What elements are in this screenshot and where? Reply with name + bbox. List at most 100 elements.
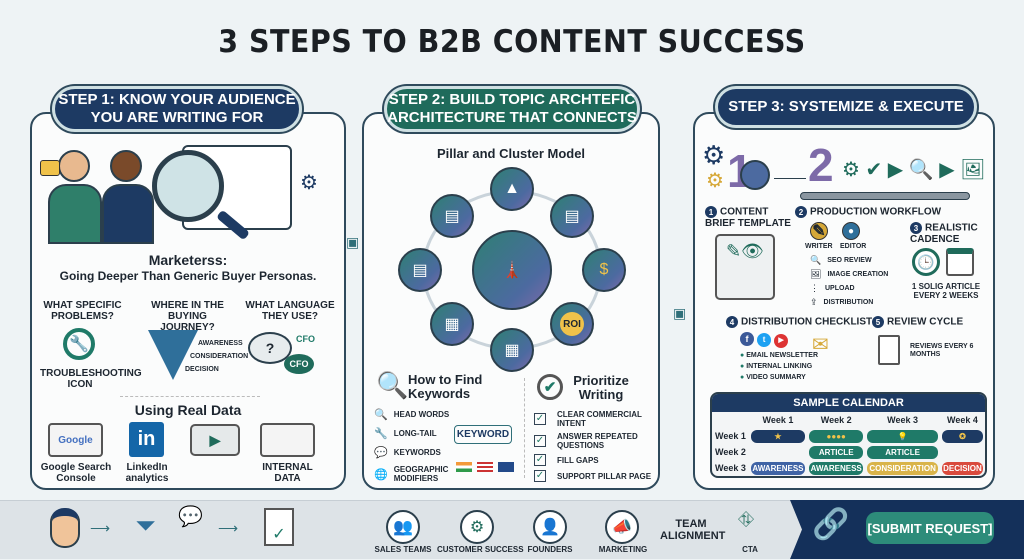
- cluster-calendar-icon: ▦: [490, 328, 534, 372]
- funnel-consideration: CONSIDERATION: [190, 353, 249, 360]
- brief-template-icon: ✎👁: [715, 234, 775, 300]
- calendar-title: SAMPLE CALENDAR: [712, 394, 985, 412]
- priority-item: CLEAR COMMERCIAL INTENT: [557, 410, 642, 428]
- distribution-item: INTERNAL LINKING: [746, 363, 813, 370]
- arrow: [774, 178, 806, 179]
- submit-request-button[interactable]: [SUBMIT REQUEST]: [866, 512, 994, 544]
- divider: [120, 396, 260, 397]
- search-icon: 🔍: [374, 409, 388, 421]
- keyword-item: GEOGRAPHIC MODIFIERS: [393, 465, 449, 483]
- dots-icon: ●●●●: [809, 429, 864, 443]
- image-icon: 🖼: [810, 269, 822, 279]
- founders-icon: 👤: [533, 510, 567, 544]
- real-data-title: Using Real Data: [134, 402, 242, 418]
- person-avatar: [50, 508, 80, 548]
- eye-icon: ●: [842, 222, 860, 240]
- upload-icon: ⇪: [810, 297, 818, 307]
- social-icons: f t ▶: [740, 332, 789, 348]
- checkbox-icon: ✓: [534, 413, 546, 425]
- envelope-icon: ✉: [812, 334, 829, 356]
- stage-tag-decision: DECISION: [941, 461, 983, 475]
- medal-icon: ✪: [941, 429, 983, 443]
- checkbox-icon: ✓: [534, 470, 546, 482]
- step3-header: STEP 3: SYSTEMIZE & EXECUTE: [715, 86, 977, 128]
- number-badge: 5: [872, 316, 884, 328]
- source-google: Google Search Console: [40, 462, 112, 484]
- page-title: 3 STEPS TO B2B CONTENT SUCCESS: [218, 24, 806, 60]
- priority-item: SUPPORT PILLAR PAGE: [557, 471, 652, 481]
- keyword-badge: KEYWORD: [454, 425, 512, 444]
- stage-tag-consideration: CONSIDERATION: [867, 461, 938, 475]
- question-language: WHAT LANGUAGE THEY USE?: [245, 300, 335, 322]
- checkmark-icon: ✔: [537, 374, 563, 400]
- cfo-bubble: CFO: [284, 354, 314, 374]
- gear-check-icon: ⚙ ✔ ▶ 🔍 ▶ 🖼: [842, 159, 986, 181]
- question-journey: WHERE IN THE BUYING JOURNEY?: [151, 300, 224, 333]
- cluster-document-icon: ▤: [550, 194, 594, 238]
- facebook-icon: f: [740, 332, 754, 346]
- bullet: ●: [740, 363, 747, 370]
- funnel-decision: DECISION: [185, 366, 219, 373]
- team-marketing: MARKETING: [598, 545, 648, 554]
- review-text: REVIEWS EVERY 6 MONTHS: [910, 343, 974, 358]
- cluster-lighthouse-icon: ▲: [490, 167, 534, 211]
- wrench-icon: 🔧: [374, 428, 388, 440]
- role-editor: EDITOR: [840, 243, 867, 250]
- conveyor-belt: [800, 192, 970, 200]
- priority-item: FILL GAPS: [557, 455, 599, 465]
- item-label: CONTENT BRIEF TEMPLATE: [705, 206, 791, 229]
- twitter-icon: t: [757, 333, 772, 347]
- calendar-row-label: Week 2: [714, 447, 746, 457]
- big-number-2: 2: [808, 139, 834, 191]
- troubleshooting-label: TROUBLESHOOTING ICON: [40, 368, 142, 390]
- dots-icon: ⋮: [810, 283, 819, 293]
- arrow-icon: ⟶: [90, 520, 111, 536]
- link-icon: 🔗: [812, 508, 850, 541]
- priority-list: ✓ CLEAR COMMERCIAL INTENT ✓ ANSWER REPEATE…: [534, 410, 658, 486]
- cta-label: CTA: [742, 545, 758, 554]
- cluster-coin-icon: $: [582, 248, 626, 292]
- item-label: DISTRIBUTION CHECKLIST: [741, 316, 873, 328]
- step1-header: STEP 1: KNOW YOUR AUDIENCE YOU ARE WRITI…: [52, 86, 302, 132]
- google-search-console-logo: Google: [48, 423, 103, 457]
- workflow-list: 🔍SEO REVIEW 🖼IMAGE CREATION ⋮UPLOAD ⇪DIS…: [810, 255, 905, 311]
- question-problems: WHAT SPECIFIC PROBLEMS?: [43, 300, 122, 322]
- cluster-document-icon: ▤: [430, 194, 474, 238]
- step1-heading: Marketerss:: [148, 252, 228, 268]
- calendar-row-label: Week 1: [714, 431, 746, 441]
- workflow-item: UPLOAD: [825, 284, 855, 292]
- priority-item: ANSWER REPEATED QUESTIONS: [557, 432, 638, 450]
- article-tag: ARTICLE: [867, 445, 938, 459]
- video-icon: [40, 160, 60, 176]
- cluster-calendar-icon: ▦: [430, 302, 474, 346]
- star-icon: ★: [750, 429, 806, 443]
- funnel-awareness: AWARENESS: [198, 340, 243, 347]
- internal-data-chart-icon: [260, 423, 315, 457]
- team-alignment-label: TEAM ALIGNMENT: [660, 518, 726, 542]
- bullet: ●: [740, 374, 747, 381]
- pillar-lighthouse-icon: 🗼: [472, 230, 552, 310]
- video-play-icon: ▶: [190, 424, 240, 456]
- workflow-item: SEO REVIEW: [827, 256, 872, 264]
- keyword-list: 🔍HEAD WORDS 🔧LONG-TAIL 💬KEYWORDS 🌐GEOGRA…: [374, 408, 450, 489]
- checkbox-icon: ✓: [534, 454, 546, 466]
- article-tag: ARTICLE: [809, 445, 864, 459]
- confused-speech-bubble-icon: ?: [248, 332, 292, 364]
- chat-icon: 💬: [374, 447, 388, 459]
- youtube-icon: ▶: [774, 334, 789, 348]
- lightbulb-icon: 💡: [867, 429, 938, 443]
- clock-icon: 🕒: [912, 248, 940, 276]
- troubleshooting-icon: 🔧: [63, 328, 95, 360]
- person-avatar: [740, 160, 770, 190]
- keywords-title: How to Find Keywords: [408, 372, 483, 401]
- cadence-text: 1 SOLIG ARTICLE EVERY 2 WEEKS: [911, 282, 981, 300]
- number-badge: 3: [910, 222, 922, 234]
- priority-title: Prioritize Writing: [573, 373, 629, 402]
- gear-icon: ⚙: [300, 172, 318, 194]
- india-flag-icon: [456, 462, 472, 472]
- funnel-icon: ⏷: [135, 510, 156, 540]
- globe-icon: 🌐: [374, 468, 388, 481]
